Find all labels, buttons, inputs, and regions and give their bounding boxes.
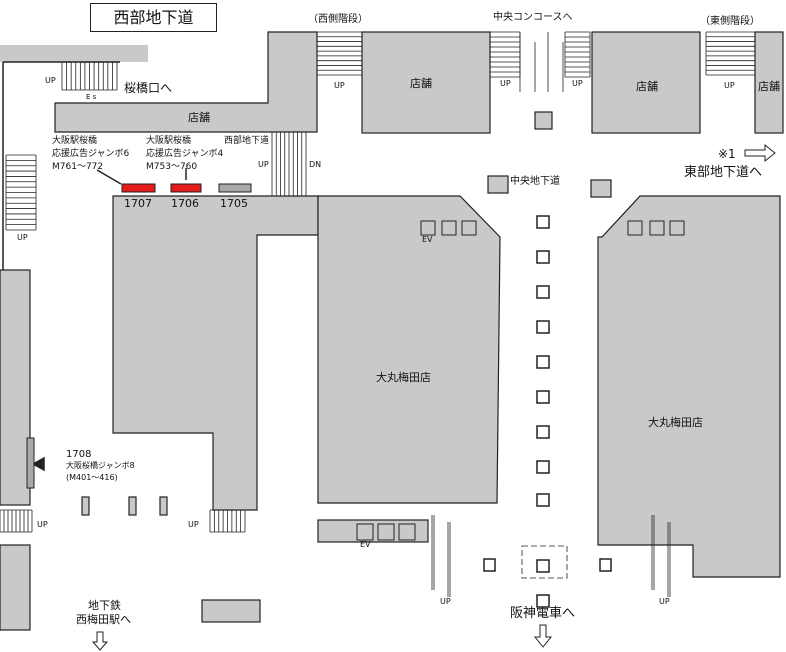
building-west-edge [0, 269, 31, 506]
ad-1706-panel[interactable] [170, 183, 202, 193]
ad-1708-line1: 大阪桜橋ジャンボ8 [66, 461, 135, 470]
up-label: UP [572, 79, 583, 88]
escalator-label: E s [86, 93, 97, 101]
store-label: 店舗 [636, 80, 658, 93]
up-label: UP [45, 76, 56, 85]
central-concourse-label[interactable]: 中央コンコースへ [493, 12, 573, 23]
ad-1707-line1: 大阪駅桜橋 [52, 136, 98, 146]
daimaru-label: 大丸梅田店 [376, 371, 431, 384]
subway-label-1: 地下鉄 [88, 599, 121, 612]
building-bottom-mid [201, 599, 261, 623]
building-left-l [112, 195, 319, 511]
store-west-stairs-right [361, 31, 491, 134]
ad-1708-line2: (M401～416) [66, 473, 118, 482]
ad-1707-id: 1707 [124, 197, 152, 210]
ad-1705-id: 1705 [220, 197, 248, 210]
store-east [591, 31, 701, 134]
up-label: UP [188, 520, 199, 529]
store-label: 店舗 [758, 80, 780, 93]
ev-box [356, 523, 374, 541]
ad-1706-line1: 大阪駅桜橋 [146, 136, 192, 146]
west-underpass-small-label: 西部地下道 [224, 136, 270, 146]
sakurabashi-exit-label[interactable]: 桜橋口へ [124, 81, 173, 95]
ad-1708-panel[interactable] [26, 437, 35, 489]
page-title: 西部地下道 [90, 3, 217, 32]
ad-1707-line2: 応援広告ジャンボ6 [52, 149, 130, 159]
up-label: UP [17, 233, 28, 242]
east-underpass-note: ※1 [718, 147, 736, 161]
ad-1708-id: 1708 [66, 449, 92, 460]
pillar [81, 496, 90, 516]
pillar [534, 111, 553, 130]
building-bottom-left [0, 544, 31, 631]
pillar [590, 179, 612, 198]
daimaru-label: 大丸梅田店 [648, 416, 703, 429]
daimaru-west-block [317, 195, 501, 504]
up-label: UP [258, 160, 269, 169]
ad-1705-panel[interactable] [218, 183, 252, 193]
ad-1707-line3: M761～772 [52, 162, 104, 172]
east-stairs-label: （東側階段） [700, 16, 760, 27]
up-label: UP [500, 79, 511, 88]
store-label: 店舗 [410, 77, 432, 90]
up-label: UP [37, 520, 48, 529]
ev-box [461, 220, 477, 236]
hanshin-label[interactable]: 阪神電車へ [510, 606, 576, 621]
ad-1706-line3: M753～760 [146, 162, 198, 172]
ev-box [377, 523, 395, 541]
dn-label: DN [309, 160, 322, 169]
ad-1707-panel[interactable] [121, 183, 156, 193]
ev-label: EV [360, 540, 371, 549]
pillar [128, 496, 137, 516]
pillar [487, 175, 509, 194]
west-stairs-label: （西側階段） [308, 14, 368, 25]
ev-box [627, 220, 643, 236]
ad-1706-line2: 応援広告ジャンボ4 [146, 149, 224, 159]
ev-box [398, 523, 416, 541]
ev-box [420, 220, 436, 236]
up-label: UP [440, 597, 451, 606]
subway-label-2[interactable]: 西梅田駅へ [76, 613, 131, 626]
ev-box [649, 220, 665, 236]
up-label: UP [334, 81, 345, 90]
daimaru-east-block [597, 195, 781, 578]
up-label: UP [724, 81, 735, 90]
store-label: 店舗 [188, 111, 210, 124]
ad-1706-id: 1706 [171, 197, 199, 210]
building-top-left [0, 45, 148, 62]
ev-box [441, 220, 457, 236]
east-underpass-label[interactable]: 東部地下道へ [684, 165, 763, 180]
central-underpass-label: 中央地下道 [510, 176, 560, 187]
up-label: UP [659, 597, 670, 606]
pillar [159, 496, 168, 516]
ev-label: EV [422, 235, 433, 244]
ev-box [669, 220, 685, 236]
store-far-east [754, 31, 784, 134]
